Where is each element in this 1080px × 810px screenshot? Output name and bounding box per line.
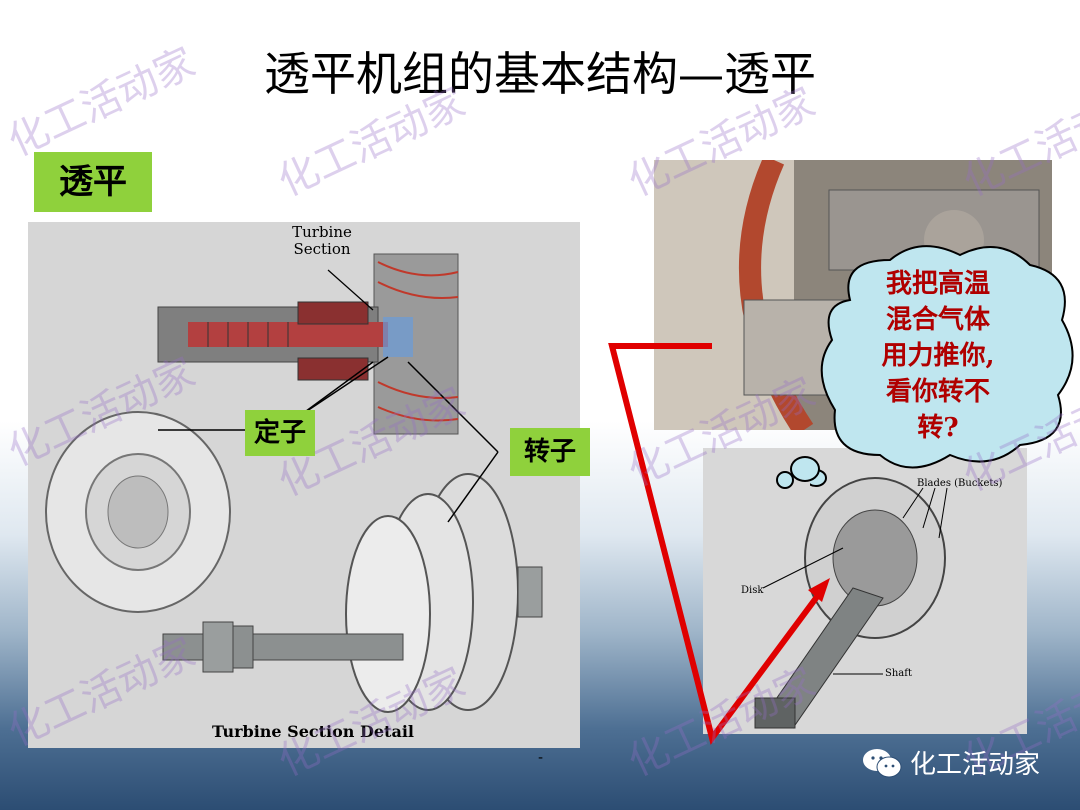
rotor-tag: 转子	[510, 428, 590, 476]
turbine-section-illustration	[45, 253, 543, 713]
dash-mark: -	[538, 750, 544, 766]
slide-title: 透平机组的基本结构—透平	[264, 47, 816, 101]
bubble-dot-small	[776, 471, 794, 489]
bubble-line-3: 用力推你,	[881, 341, 995, 371]
shaft-label: Shaft	[885, 668, 912, 679]
rotor-drawing	[162, 473, 543, 713]
blade-disk-drawing	[804, 477, 946, 639]
section-tag: 透平	[34, 152, 152, 212]
footer-brand: 化工活动家	[862, 744, 1040, 781]
disk-label: Disk	[741, 585, 764, 596]
stator-tag: 定子	[245, 410, 315, 456]
bubble-line-4: 看你转不	[885, 377, 990, 407]
rotor-leader-line	[407, 361, 499, 453]
turbine-diagram-panel: Turbine Section Turbine Section Detail	[28, 222, 580, 748]
bubble-line-1: 我把高温	[885, 269, 990, 299]
bubble-line-2: 混合气体	[885, 305, 990, 335]
shaft-drawing	[754, 587, 884, 729]
bubble-line-5: 转?	[917, 413, 959, 443]
bubble-dot-medium	[790, 456, 820, 482]
wechat-icon	[863, 748, 902, 777]
blades-label: Blades (Buckets)	[917, 478, 1003, 489]
footer-brand-text: 化工活动家	[910, 750, 1041, 780]
turbine-cross-section-drawing	[157, 253, 459, 435]
stator-ring-drawing	[45, 411, 231, 613]
bubble-text: 我把高温 混合气体 用力推你, 看你转不 转?	[850, 266, 1026, 446]
turbine-section-label: Turbine Section	[292, 223, 352, 258]
turbine-section-detail-caption: Turbine Section Detail	[212, 722, 414, 741]
